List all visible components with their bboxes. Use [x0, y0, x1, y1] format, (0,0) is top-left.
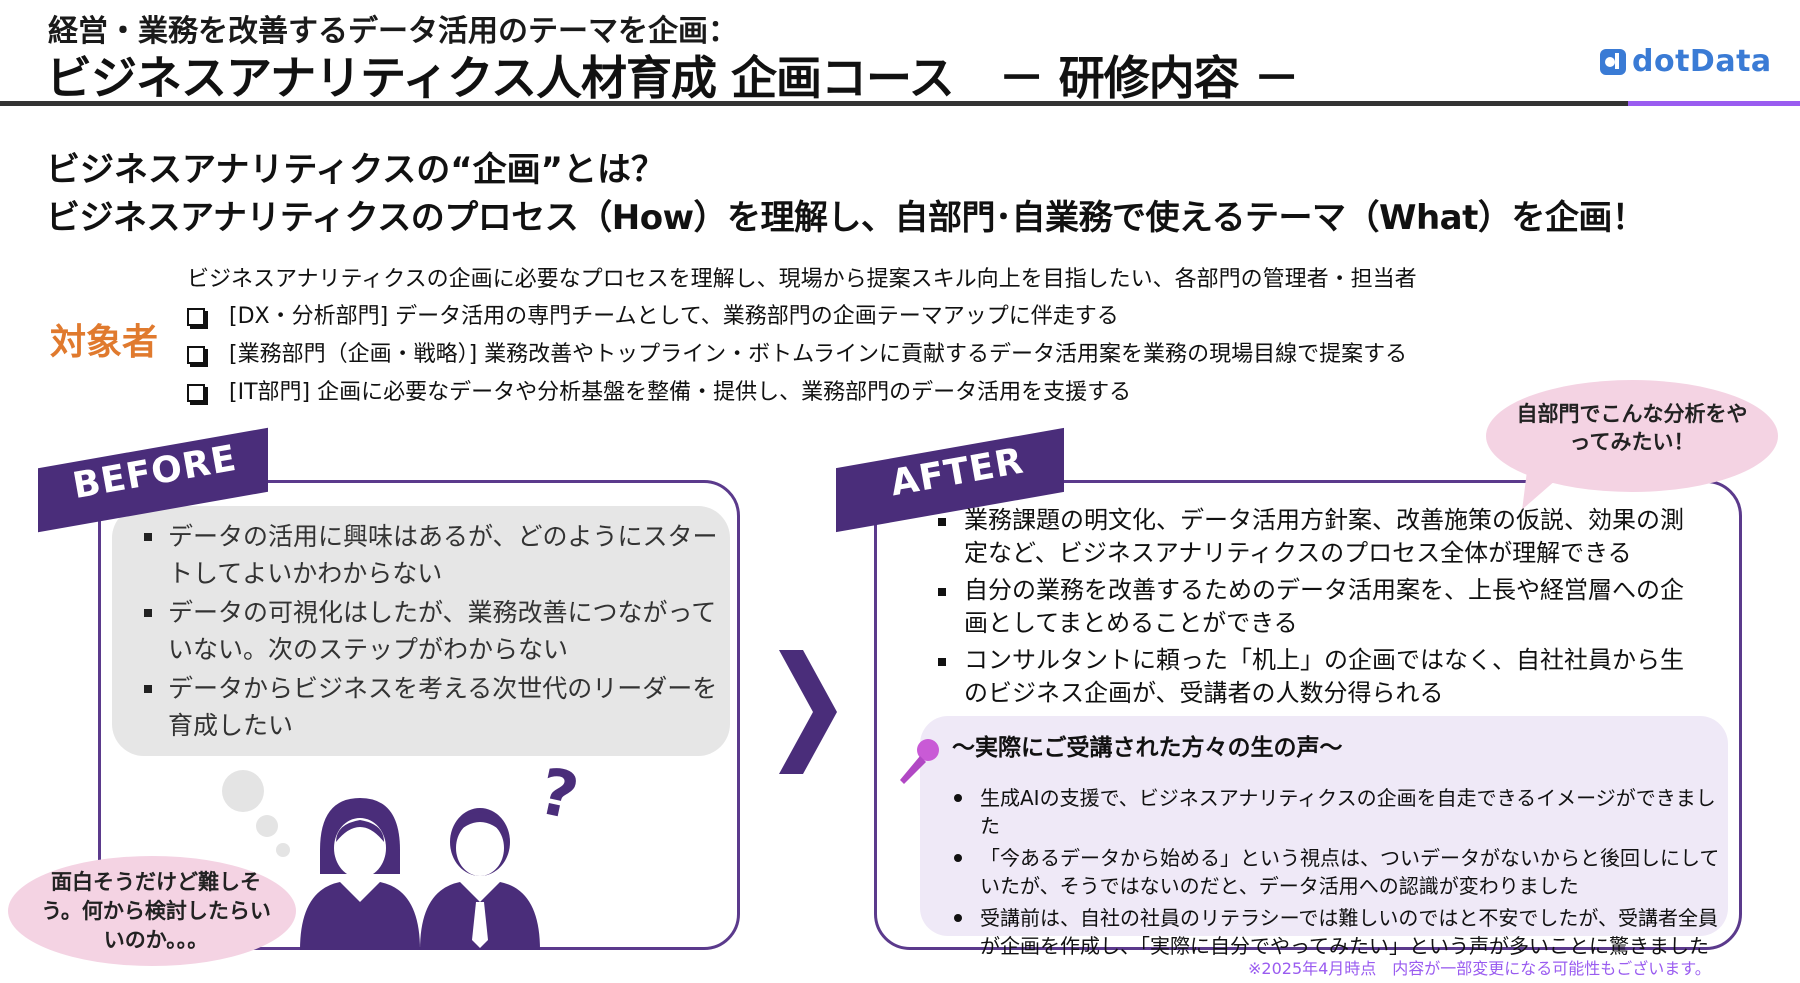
list-item: 業務課題の明文化、データ活用方針案、改善施策の仮説、効果の測定など、ビジネスアナ… [936, 504, 1696, 570]
after-list: 業務課題の明文化、データ活用方針案、改善施策の仮説、効果の測定など、ビジネスアナ… [936, 504, 1696, 714]
voices-box [920, 716, 1728, 936]
target-list: [DX・分析部門] データ活用の専門チームとして、業務部門の企画テーマアップに伴… [187, 298, 1407, 412]
list-item: データの活用に興味はあるが、どのようにスタートしてよいかわからない [140, 518, 720, 592]
people-icon [300, 798, 540, 950]
speech-bubble-left-text: 面白そうだけど難しそう。何から検討したらいいのか。。。 [41, 870, 271, 952]
list-item: コンサルタントに頼った「机上」の企画ではなく、自社社員から生のビジネス企画が、受… [936, 644, 1696, 710]
thought-bubble-dot [222, 770, 264, 812]
checkbox-square-icon [187, 308, 205, 326]
dotdata-logo-icon [1600, 48, 1626, 75]
voices-list: 生成AIの支援で、ビジネスアナリティクスの企画を自走できるイメージができました … [950, 784, 1720, 964]
voices-title: ～実際にご受講された方々の生の声～ [952, 735, 1343, 761]
target-label: 対象者 [50, 322, 159, 363]
footnote: ※2025年4月時点 内容が一部変更になる可能性もございます。 [1248, 959, 1711, 978]
list-item: データからビジネスを考える次世代のリーダーを育成したい [140, 670, 720, 744]
checkbox-square-icon [187, 346, 205, 364]
speech-bubble-right [1486, 380, 1778, 492]
target-intro: ビジネスアナリティクスの企画に必要なプロセスを理解し、現場から提案スキル向上を目… [187, 267, 1417, 292]
speech-bubble-right-text: 自部門でこんな分析をやってみたい！ [1516, 402, 1748, 454]
header-subtitle: 経営・業務を改善するデータ活用のテーマを企画： [48, 14, 738, 49]
list-item: [業務部門（企画・戦略）] 業務改善やトップライン・ボトムラインに貢献するデータ… [187, 336, 1407, 374]
list-item: 「今あるデータから始める」という視点は、ついデータがないからと後回しにしていたが… [950, 844, 1720, 900]
section-statement: ビジネスアナリティクスのプロセス（How）を理解し、自部門･自業務で使えるテーマ… [46, 198, 1646, 238]
page-title: ビジネスアナリティクス人材育成 企画コース － 研修内容 － [46, 51, 1300, 105]
after-panel [874, 480, 1742, 950]
list-item: 生成AIの支援で、ビジネスアナリティクスの企画を自走できるイメージができました [950, 784, 1720, 840]
before-list: データの活用に興味はあるが、どのようにスタートしてよいかわからない データの可視… [140, 518, 720, 746]
logo-text: dotData [1632, 44, 1772, 79]
thought-bubble-dot [256, 815, 278, 837]
list-item: データの可視化はしたが、業務改善につながっていない。次のステップがわからない [140, 594, 720, 668]
list-item: [DX・分析部門] データ活用の専門チームとして、業務部門の企画テーマアップに伴… [187, 298, 1407, 336]
list-item: 自分の業務を改善するためのデータ活用案を、上長や経営層への企画としてまとめること… [936, 574, 1696, 640]
list-item: 受講前は、自社の社員のリテラシーでは難しいのではと不安でしたが、受講者全員が企画… [950, 904, 1720, 960]
section-question: ビジネスアナリティクスの“企画”とは？ [46, 150, 665, 190]
thought-bubble-dot [276, 843, 290, 857]
logo: dotData [1600, 44, 1772, 79]
header-divider [0, 101, 1628, 106]
checkbox-square-icon [187, 384, 205, 402]
speech-bubble-left [8, 856, 296, 966]
list-item: [IT部門] 企画に必要なデータや分析基盤を整備・提供し、業務部門のデータ活用を… [187, 374, 1407, 412]
header-divider-accent [1628, 101, 1800, 106]
chevron-right-icon [779, 650, 837, 774]
microphone-icon [900, 739, 939, 784]
before-issues-box [112, 506, 730, 756]
